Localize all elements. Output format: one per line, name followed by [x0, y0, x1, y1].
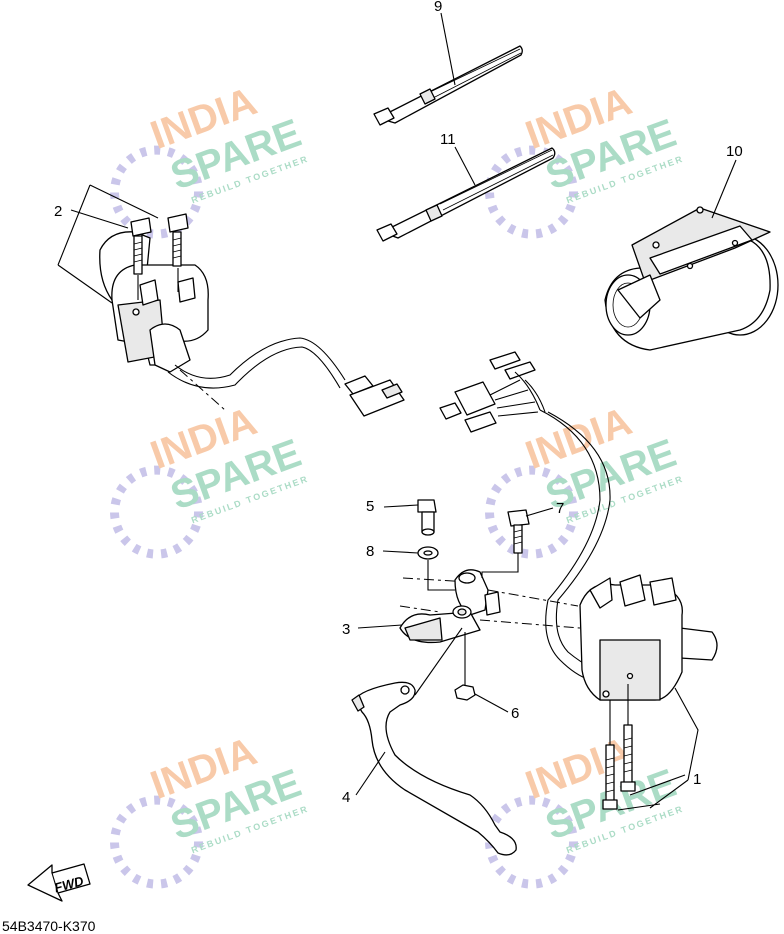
callout-numbers: 1 2 3 4 5 6 7 8 9 10 11 — [54, 0, 743, 806]
callout-8: 8 — [366, 543, 374, 560]
callout-3: 3 — [342, 621, 350, 638]
watermark-logo: INDIA SPARE REBUILD TOGETHER — [485, 729, 685, 889]
watermark-logo: INDIA SPARE REBUILD TOGETHER — [110, 399, 310, 559]
part-1-handlebar-switch-right — [579, 574, 718, 811]
callout-4: 4 — [342, 789, 350, 806]
part-9-cable-tie — [373, 12, 523, 126]
diagram-code: 54B3470-K370 — [2, 918, 96, 934]
callout-10: 10 — [726, 143, 743, 160]
watermark-logo: INDIA SPARE REBUILD TOGETHER — [110, 729, 310, 889]
watermark-logo: INDIA SPARE REBUILD TOGETHER — [485, 79, 685, 239]
part-10-bracket — [604, 159, 779, 351]
part-2-handlebar-switch-left — [57, 184, 226, 411]
callout-5: 5 — [366, 498, 374, 515]
fwd-arrow: FWD — [27, 863, 91, 902]
watermark-logo: INDIA SPARE REBUILD TOGETHER — [110, 79, 310, 239]
callout-11: 11 — [440, 131, 456, 148]
part-11-cable-tie — [376, 146, 556, 242]
right-switch-wiring — [439, 351, 611, 681]
lever-holder-assembly — [351, 499, 581, 856]
callout-7: 7 — [556, 500, 564, 517]
left-switch-wiring — [167, 337, 405, 417]
callout-6: 6 — [511, 705, 519, 722]
callout-9: 9 — [434, 0, 442, 15]
callout-2: 2 — [54, 203, 62, 220]
callout-leaders — [355, 504, 554, 796]
callout-1: 1 — [693, 771, 701, 788]
